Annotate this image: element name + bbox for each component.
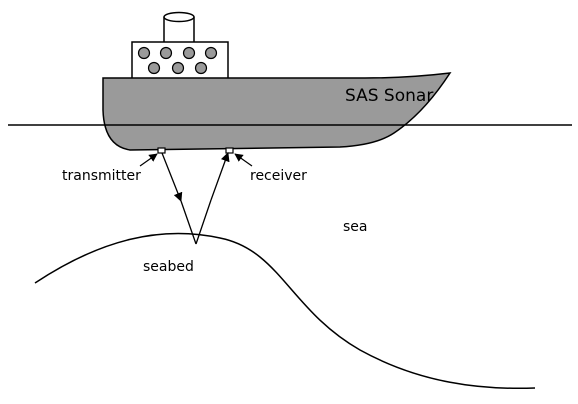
- porthole: [159, 46, 173, 60]
- porthole: [171, 61, 185, 75]
- transmitter-label: transmitter: [62, 168, 141, 184]
- transmitter-pointer-arrow: [139, 153, 158, 167]
- porthole: [147, 61, 161, 75]
- ship-hull: [102, 72, 452, 151]
- ship-name-label: SAS Sonar: [345, 86, 433, 106]
- ship-funnel-top: [163, 11, 195, 23]
- receiver-label: receiver: [250, 168, 307, 184]
- ship-portholes: [137, 46, 218, 75]
- seabed-label: seabed: [143, 259, 194, 275]
- sea-label: sea: [343, 219, 368, 235]
- transmitter-transducer: [157, 147, 166, 154]
- porthole: [137, 46, 151, 60]
- porthole: [182, 46, 196, 60]
- porthole: [204, 46, 218, 60]
- porthole: [194, 61, 208, 75]
- sonar-ray-down-tail: [180, 200, 197, 245]
- seabed-curve: [34, 232, 536, 390]
- sonar-ray-down: [161, 152, 183, 202]
- sonar-ray-up: [195, 199, 212, 245]
- receiver-transducer: [225, 147, 234, 154]
- receiver-pointer-arrow: [234, 153, 253, 167]
- sonar-ray-up-head: [210, 152, 230, 201]
